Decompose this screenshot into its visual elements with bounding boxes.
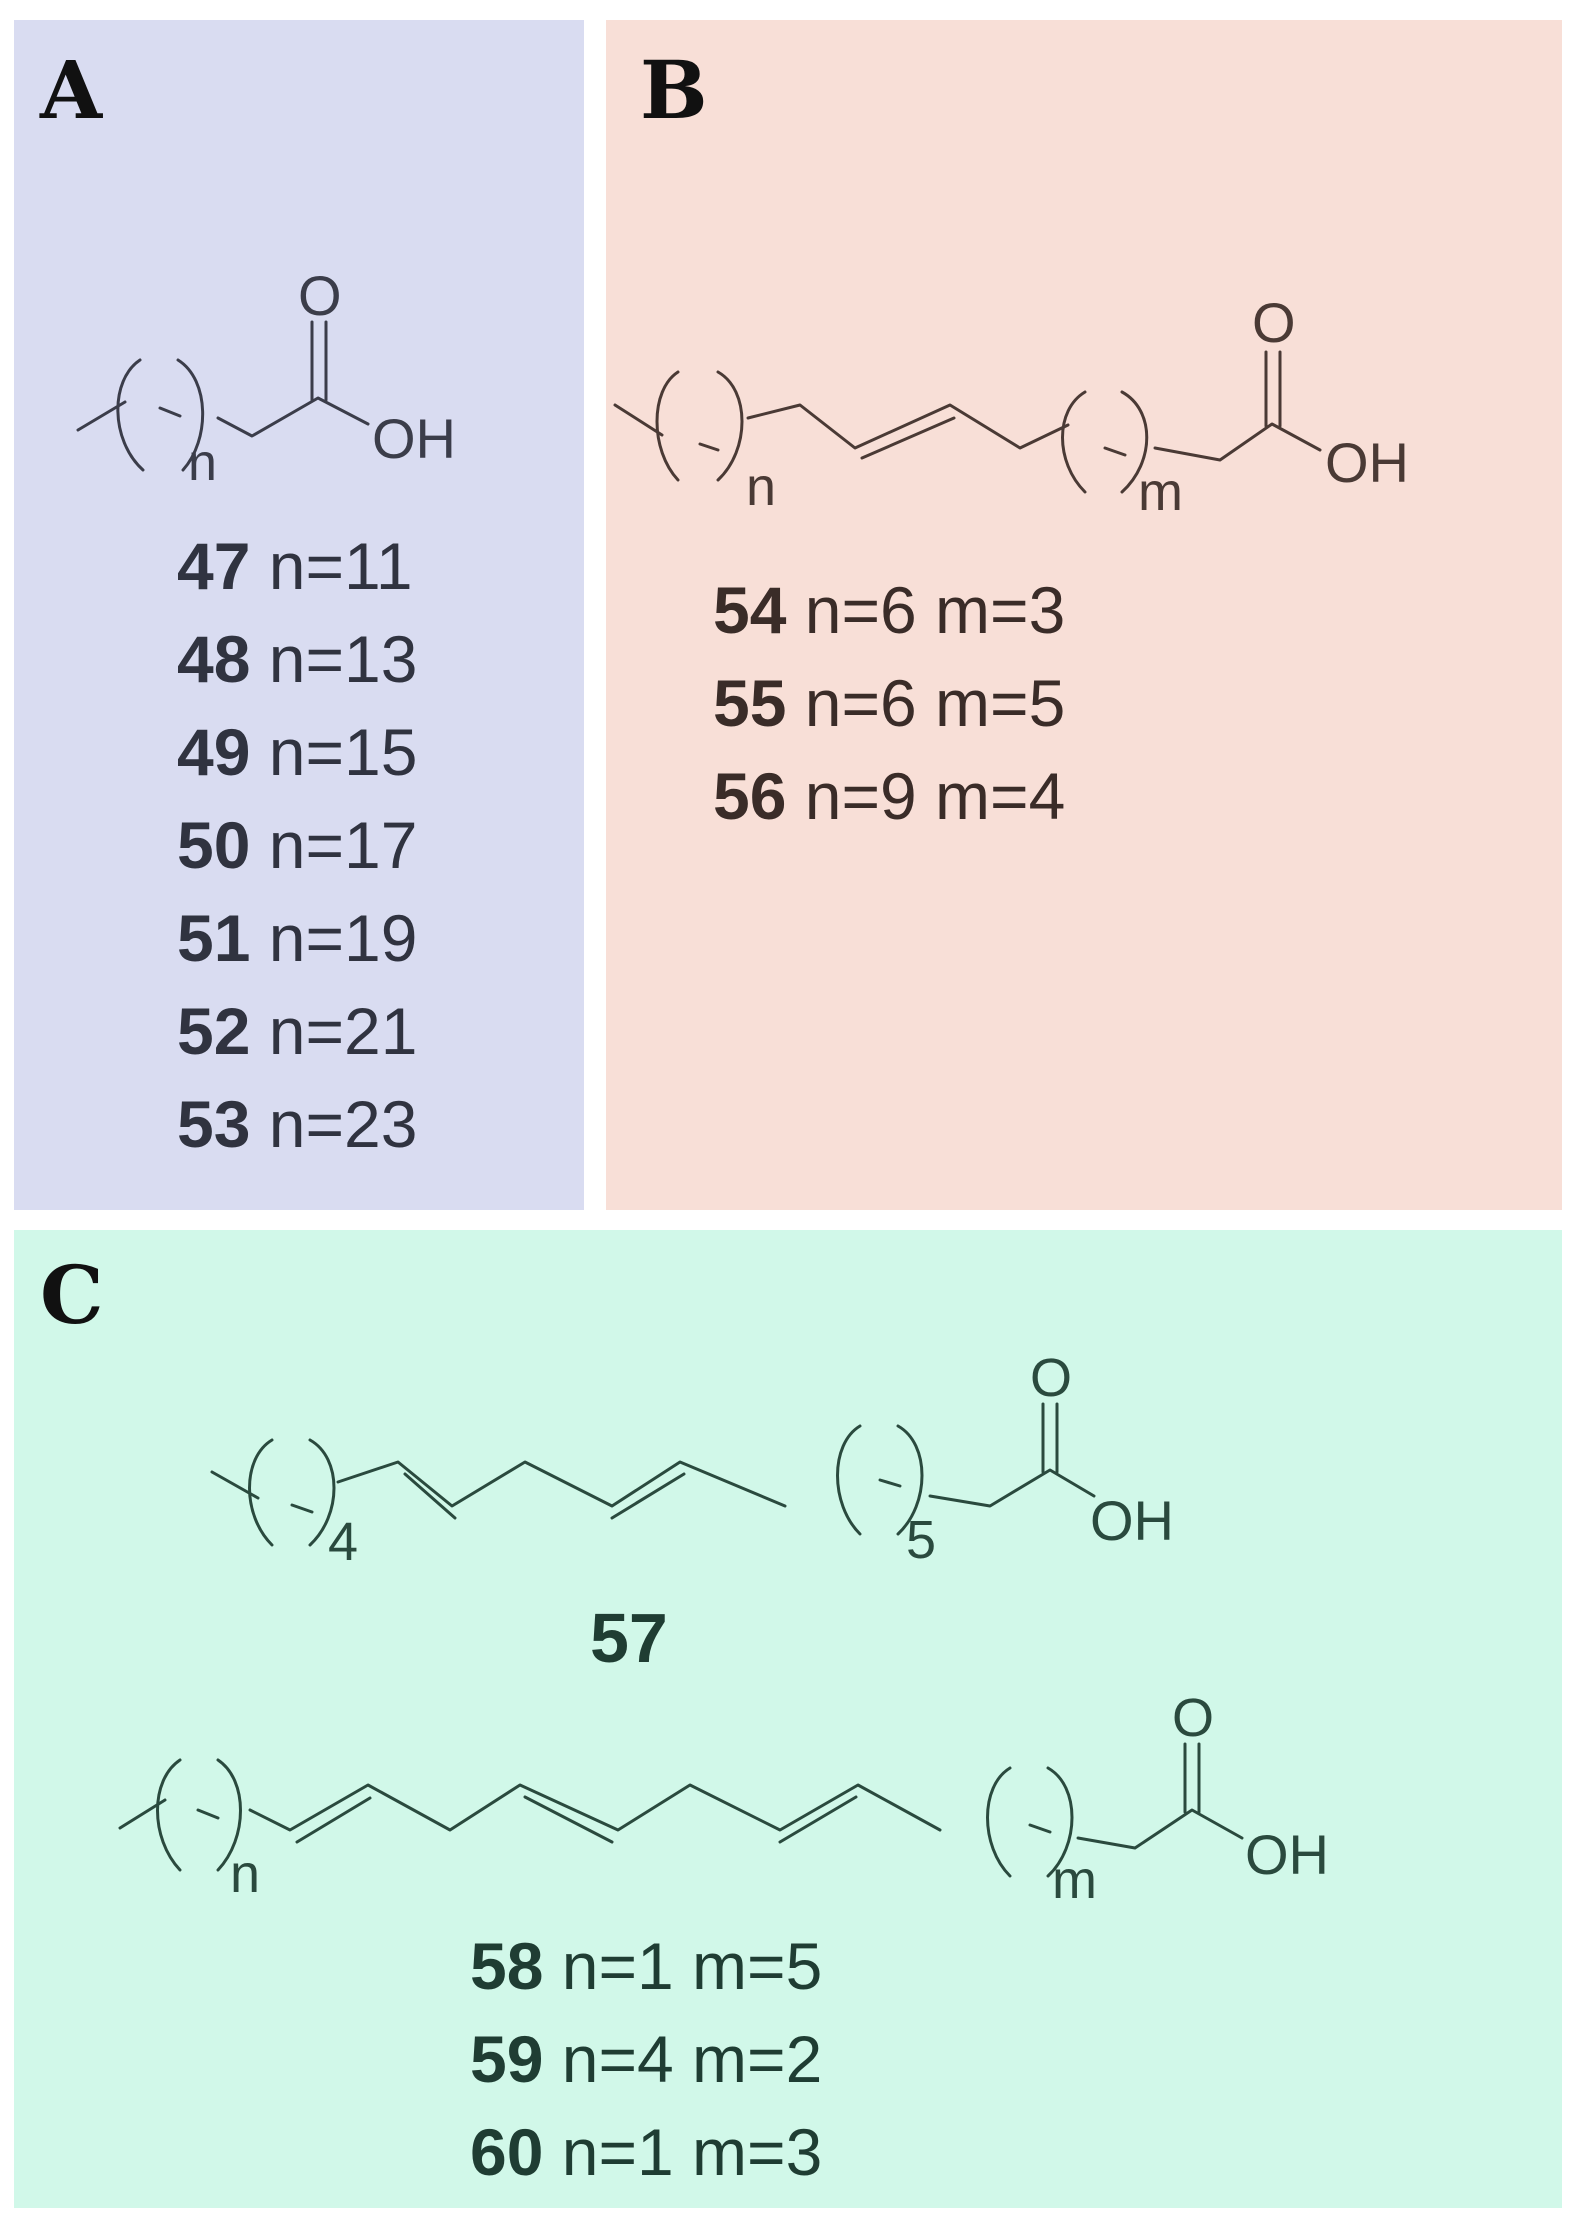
compound-number: 54: [713, 573, 787, 647]
structure-monounsaturated-acid: O OH n m: [613, 291, 1409, 522]
structure-b-bonds: [613, 350, 1322, 494]
panel-a-letter: A: [40, 43, 103, 137]
list-item: 51 n=19: [177, 892, 417, 985]
list-item: 49 n=15: [177, 706, 417, 799]
panel-c: [14, 1230, 1562, 2208]
compound-number: 48: [177, 622, 251, 696]
compound-params: n=23: [268, 1087, 418, 1161]
atom-o-57: O: [1030, 1348, 1072, 1408]
compound-number: 55: [713, 666, 787, 740]
index-5-57: 5: [906, 1510, 936, 1570]
list-item: 58 n=1 m=5: [470, 1920, 822, 2013]
compound-number: 56: [713, 759, 787, 833]
list-item: 54 n=6 m=3: [713, 564, 1065, 657]
compound-number: 53: [177, 1087, 251, 1161]
compound-params: n=4 m=2: [561, 2022, 823, 2096]
compound-number: 50: [177, 808, 251, 882]
compound-params: n=6 m=5: [804, 666, 1066, 740]
panel-b-letter: B: [640, 43, 708, 137]
panel-a: [14, 20, 584, 1210]
structure-57-bonds: [210, 1402, 1096, 1547]
atom-o-58: O: [1172, 1688, 1214, 1748]
compound-number: 52: [177, 994, 251, 1068]
list-item: 56 n=9 m=4: [713, 750, 1065, 843]
compound-number: 47: [177, 529, 251, 603]
compound-list-c: 58 n=1 m=5 59 n=4 m=2 60 n=1 m=3: [470, 1920, 822, 2199]
list-item: 55 n=6 m=5: [713, 657, 1065, 750]
compound-params: n=1 m=5: [561, 1929, 823, 2003]
structure-58-60-bonds: [118, 1742, 1244, 1878]
atom-oh-58: OH: [1245, 1823, 1329, 1886]
compound-params: n=13: [268, 622, 418, 696]
structure-triunsaturated-acid: O OH n m: [118, 1688, 1329, 1910]
compound-number: 59: [470, 2022, 544, 2096]
structure-a-bonds: [76, 320, 370, 472]
list-item: 47 n=11: [177, 520, 417, 613]
index-n-58: n: [230, 1844, 260, 1904]
compound-list-b: 54 n=6 m=3 55 n=6 m=5 56 n=9 m=4: [713, 564, 1065, 843]
compound-params: n=17: [268, 808, 418, 882]
list-item: 53 n=23: [177, 1078, 417, 1171]
list-item: 50 n=17: [177, 799, 417, 892]
index-m-58: m: [1052, 1850, 1097, 1910]
list-item: 52 n=21: [177, 985, 417, 1078]
compound-params: n=21: [268, 994, 418, 1068]
compound-params: n=11: [268, 529, 413, 603]
compound-params: n=1 m=3: [561, 2115, 823, 2189]
compound-label-57: 57: [590, 1599, 668, 1677]
compound-params: n=19: [268, 901, 418, 975]
atom-o-b: O: [1252, 291, 1296, 354]
index-m-b: m: [1138, 462, 1183, 522]
compound-number: 51: [177, 901, 251, 975]
list-item: 60 n=1 m=3: [470, 2106, 822, 2199]
compound-number: 60: [470, 2115, 544, 2189]
atom-oh-b: OH: [1325, 431, 1409, 494]
compound-params: n=6 m=3: [804, 573, 1066, 647]
compound-list-a: 47 n=11 48 n=13 49 n=15 50 n=17 51 n=19 …: [177, 520, 417, 1171]
list-item: 59 n=4 m=2: [470, 2013, 822, 2106]
atom-oh-57: OH: [1090, 1489, 1174, 1552]
index-n-b: n: [746, 457, 776, 517]
structure-diunsaturated-acid: O OH 4 5: [210, 1348, 1174, 1572]
index-4-57: 4: [328, 1512, 358, 1572]
compound-number: 49: [177, 715, 251, 789]
atom-o-a: O: [298, 264, 342, 327]
structure-saturated-acid: O OH n: [76, 264, 456, 492]
list-item: 48 n=13: [177, 613, 417, 706]
atom-oh-a: OH: [372, 407, 456, 470]
index-n-a: n: [188, 434, 217, 492]
panel-c-letter: C: [40, 1248, 104, 1342]
panel-b: [606, 20, 1562, 1210]
compound-number: 58: [470, 1929, 544, 2003]
compound-params: n=15: [268, 715, 418, 789]
compound-params: n=9 m=4: [804, 759, 1066, 833]
